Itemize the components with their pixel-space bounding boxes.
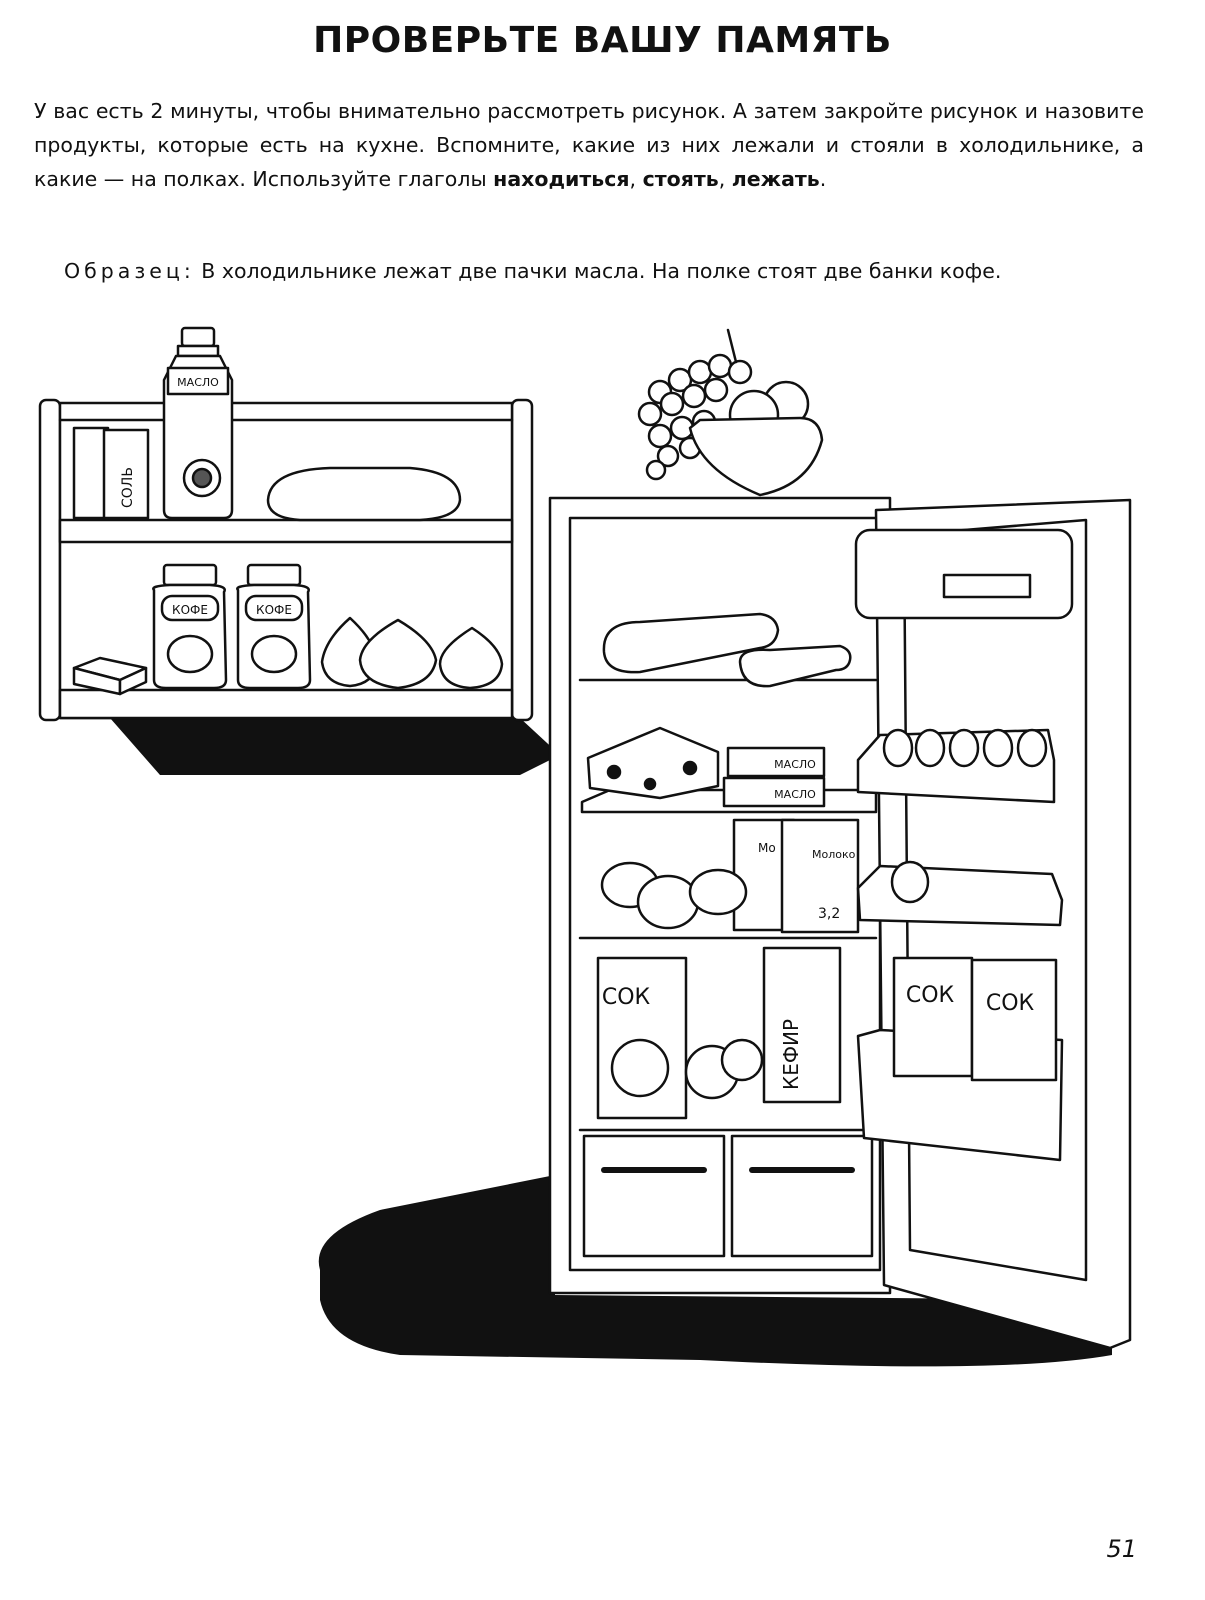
verb-nakhoditsya: находиться [493, 167, 630, 191]
kefir-label: КЕФИР [779, 1019, 803, 1090]
tomato [720, 1038, 764, 1082]
fridge-door [854, 498, 1132, 1350]
coffee-jar-2: КОФЕ [236, 563, 312, 690]
verb-lezhat: лежать [731, 167, 820, 191]
sample-sentence: Образец: В холодильнике лежат две пачки … [64, 255, 1154, 287]
cheese [586, 726, 720, 800]
milk-label: Молоко [812, 848, 856, 861]
task-instructions: У вас есть 2 минуты, чтобы внимательно р… [34, 94, 1144, 196]
sausage [602, 612, 780, 674]
page-title: ПРОВЕРЬТЕ ВАШУ ПАМЯТЬ [313, 20, 892, 61]
butter-packs: МАСЛО МАСЛО [722, 746, 826, 808]
salt-label: СОЛЬ [120, 467, 136, 508]
butter-label: МАСЛО [774, 758, 816, 771]
juice-label: СОК [986, 991, 1035, 1016]
sausages [738, 644, 852, 688]
task-end: . [819, 167, 827, 191]
task-separator: , [718, 167, 732, 191]
coffee-jar-label: КОФЕ [256, 603, 292, 617]
verb-stoyat: стоять [642, 167, 719, 191]
shelf-shadow [110, 718, 560, 775]
onion [438, 626, 504, 690]
milk-cartons: Мо Молоко 3,2 [732, 818, 860, 934]
salt-boxes: СОЛЬ [72, 426, 150, 520]
sample-text: В холодильнике лежат две пачки масла. На… [194, 259, 1002, 283]
sample-label: Образец: [64, 259, 195, 283]
oil-bottle-label: МАСЛО [177, 376, 219, 389]
door-juice-cartons: СОК СОК [892, 956, 1058, 1082]
lemon [636, 874, 700, 930]
oil-bottle: МАСЛО [162, 326, 234, 520]
lemon [688, 868, 748, 916]
fruit-bowl [637, 328, 824, 497]
bread-loaf [266, 466, 462, 522]
task-separator: , [629, 167, 643, 191]
door-shelf [856, 864, 1064, 927]
juice-label: СОК [602, 985, 651, 1010]
page-number: 51 [1106, 1535, 1137, 1563]
butter-label: МАСЛО [774, 788, 816, 801]
task-text: У вас есть 2 минуты, чтобы внимательно р… [34, 99, 1144, 191]
milk-fat-label: 3,2 [818, 906, 840, 922]
kitchen-illustration: МАСЛО СОЛЬ КОФЕ [38, 326, 1132, 1367]
juice-label: СОК [906, 983, 955, 1008]
fridge-shadow [318, 1175, 1112, 1367]
coffee-jar-label: КОФЕ [172, 603, 208, 617]
milk-label-partial: Мо [758, 841, 776, 855]
coffee-jar-1: КОФЕ [152, 563, 228, 690]
kefir-carton: КЕФИР [762, 946, 842, 1104]
juice-carton: СОК [596, 956, 688, 1120]
onion [358, 618, 438, 690]
